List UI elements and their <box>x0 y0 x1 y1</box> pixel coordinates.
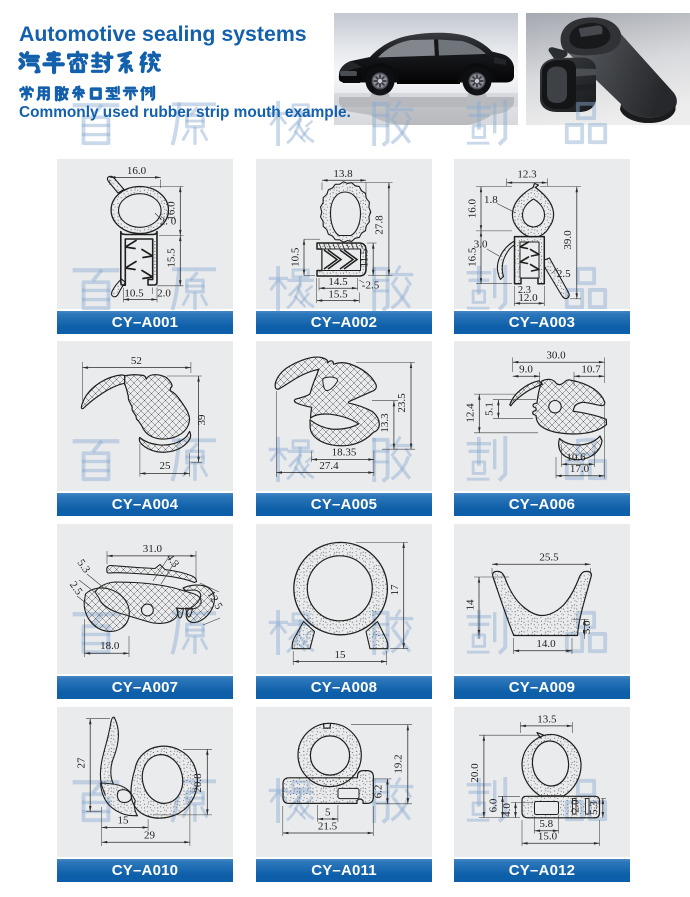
svg-text:52: 52 <box>131 355 142 367</box>
svg-text:27.4: 27.4 <box>319 460 339 472</box>
svg-text:19.2: 19.2 <box>393 754 405 773</box>
svg-text:6.0: 6.0 <box>488 798 500 812</box>
svg-text:13.5: 13.5 <box>537 713 557 725</box>
svg-text:10.5: 10.5 <box>289 247 301 267</box>
svg-text:12.0: 12.0 <box>518 292 538 304</box>
svg-text:10.7: 10.7 <box>581 364 601 376</box>
svg-text:39: 39 <box>196 414 208 426</box>
svg-text:13.3: 13.3 <box>379 413 391 433</box>
svg-text:9.0: 9.0 <box>519 364 533 376</box>
svg-text:16.0: 16.0 <box>467 198 479 218</box>
svg-text:17: 17 <box>389 584 401 596</box>
svg-text:13.8: 13.8 <box>333 168 353 180</box>
svg-text:14.0: 14.0 <box>536 638 556 650</box>
svg-text:5: 5 <box>325 807 331 819</box>
svg-text:18.35: 18.35 <box>332 447 357 459</box>
svg-text:27.8: 27.8 <box>374 215 386 235</box>
svg-text:15.0: 15.0 <box>538 831 558 843</box>
svg-text:4.0: 4.0 <box>501 803 513 817</box>
svg-text:16.5: 16.5 <box>467 247 479 267</box>
svg-text:2.3: 2.3 <box>518 285 531 296</box>
svg-text:5.3: 5.3 <box>75 557 93 576</box>
svg-text:25.5: 25.5 <box>539 552 559 564</box>
svg-text:16.0: 16.0 <box>127 165 147 177</box>
svg-text:2. 0: 2. 0 <box>160 216 177 228</box>
svg-text:17.0: 17.0 <box>570 463 590 475</box>
svg-text:5.8: 5.8 <box>539 818 553 830</box>
svg-text:10.5: 10.5 <box>124 287 144 299</box>
svg-text:27: 27 <box>75 757 87 769</box>
svg-text:16.0: 16.0 <box>165 201 177 221</box>
svg-text:1.8: 1.8 <box>484 194 498 206</box>
svg-text:20.0: 20.0 <box>469 763 481 783</box>
svg-text:18.0: 18.0 <box>100 640 120 652</box>
svg-text:12.4: 12.4 <box>465 403 477 423</box>
svg-text:21.5: 21.5 <box>318 821 338 833</box>
svg-text:3.0: 3.0 <box>474 239 488 251</box>
svg-text:2.0: 2.0 <box>157 287 171 299</box>
svg-text:15: 15 <box>118 815 130 827</box>
svg-text:-2.5: -2.5 <box>362 280 380 292</box>
svg-text:2.5: 2.5 <box>67 579 85 598</box>
svg-text:23.5: 23.5 <box>396 393 408 413</box>
svg-text:6.2: 6.2 <box>372 785 384 799</box>
svg-text:20.8: 20.8 <box>192 773 204 793</box>
svg-text:15.5: 15.5 <box>165 248 177 268</box>
svg-text:5.3: 5.3 <box>588 801 600 815</box>
svg-text:11.5: 11.5 <box>358 248 370 267</box>
svg-text:25: 25 <box>160 460 172 472</box>
svg-text:15: 15 <box>335 649 347 661</box>
svg-text:10.6: 10.6 <box>566 452 586 464</box>
svg-text:29: 29 <box>144 830 156 842</box>
svg-text:5.1: 5.1 <box>484 402 496 416</box>
svg-text:31.0: 31.0 <box>143 543 163 555</box>
svg-text:12.3: 12.3 <box>517 168 537 180</box>
svg-text:39.0: 39.0 <box>562 230 574 250</box>
svg-text:2.5: 2.5 <box>557 268 571 280</box>
svg-text:14: 14 <box>464 599 476 611</box>
svg-text:30.0: 30.0 <box>546 350 566 362</box>
svg-text:15.5: 15.5 <box>328 288 348 300</box>
svg-text:14.5: 14.5 <box>328 276 348 288</box>
svg-text:5.0: 5.0 <box>581 620 593 634</box>
